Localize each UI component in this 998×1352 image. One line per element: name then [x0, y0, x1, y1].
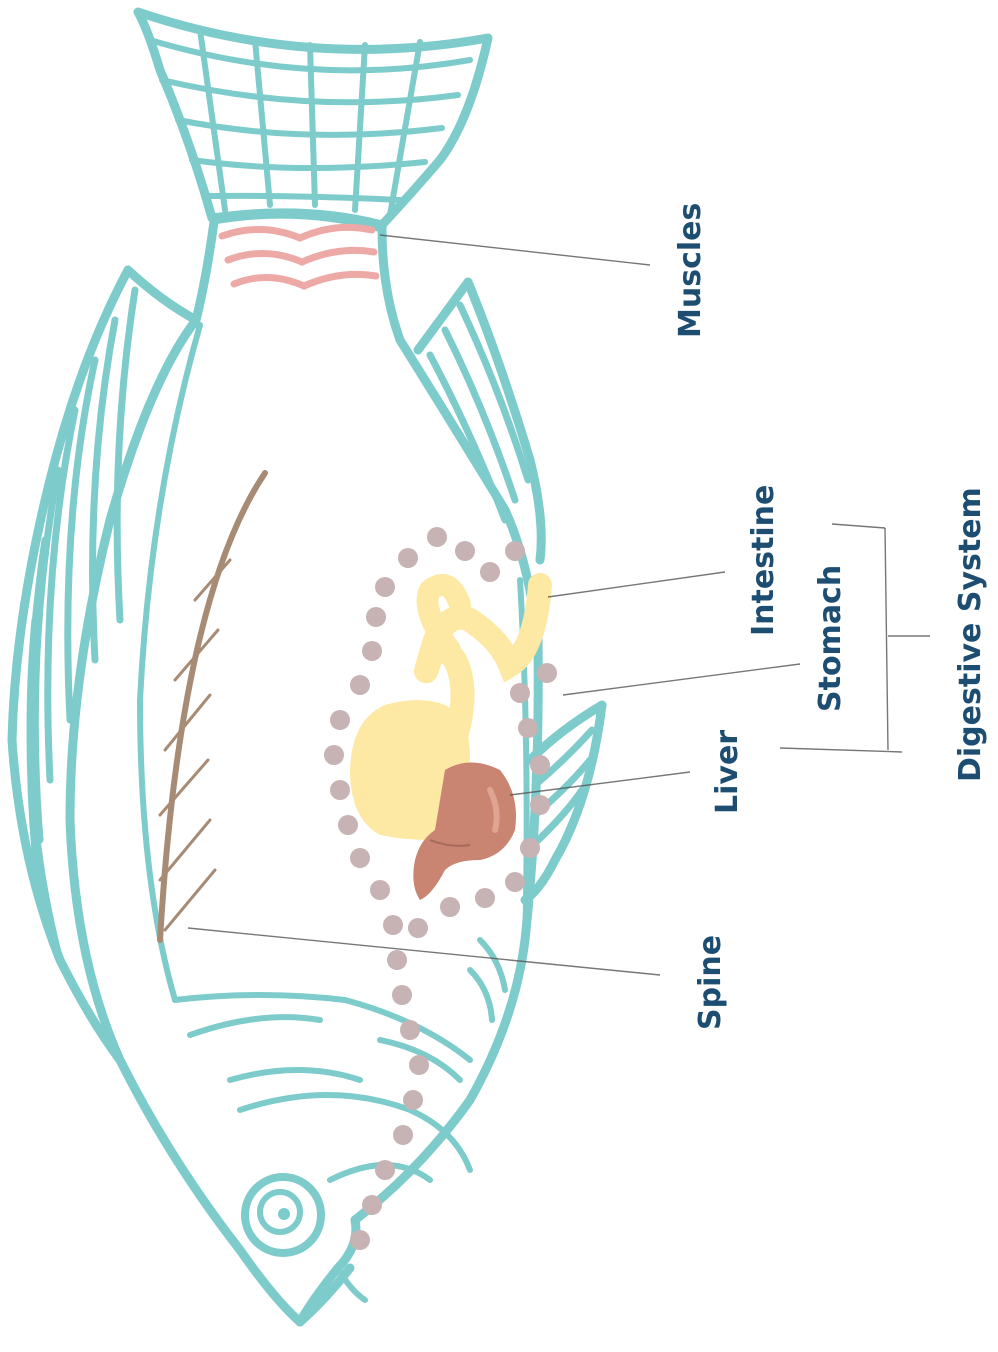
spine: [160, 473, 265, 940]
label-muscles: Muscles: [673, 203, 708, 338]
label-digestive-system: Digestive System: [953, 487, 988, 782]
labels: Muscles Intestine Stomach Liver Spine Di…: [673, 203, 988, 1030]
tail-fin: [138, 12, 488, 228]
label-intestine: Intestine: [746, 485, 781, 636]
gill-lines: [175, 940, 505, 1180]
label-liver: Liver: [710, 730, 745, 814]
dorsal-fin: [12, 270, 196, 1060]
label-spine: Spine: [693, 935, 728, 1030]
pelvic-fin-upper: [418, 282, 541, 560]
eye: [245, 1177, 321, 1253]
label-stomach: Stomach: [813, 565, 848, 712]
muscles: [222, 227, 376, 286]
